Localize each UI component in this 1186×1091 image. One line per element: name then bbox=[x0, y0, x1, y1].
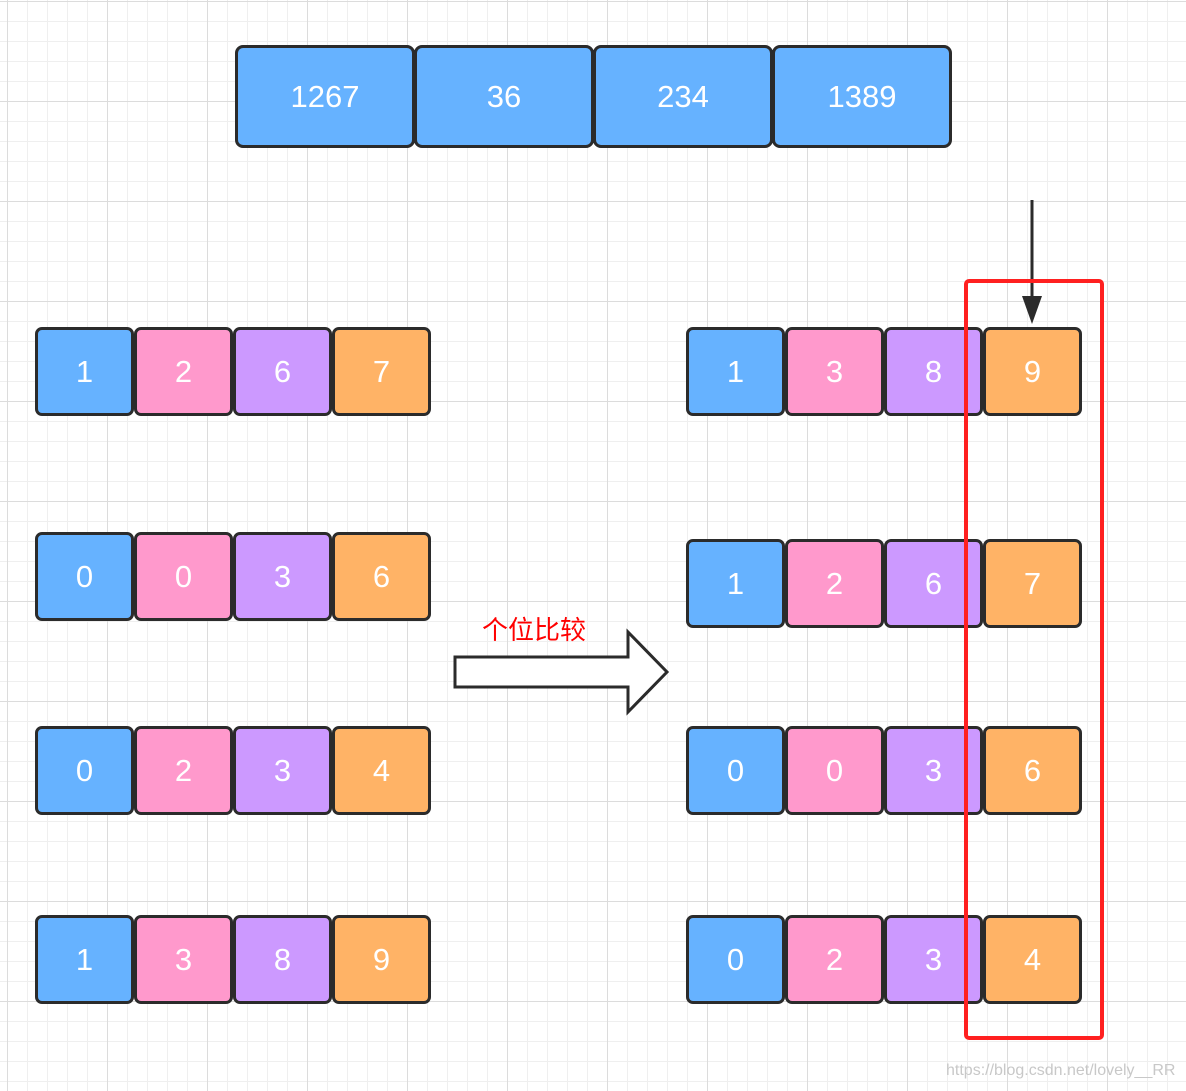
digit-cell: 1 bbox=[35, 327, 134, 416]
digit-cell: 6 bbox=[983, 726, 1082, 815]
digit-cell: 4 bbox=[983, 915, 1082, 1004]
top-number-array: 1267 36 234 1389 bbox=[235, 45, 952, 148]
digit-cell: 3 bbox=[233, 532, 332, 621]
digit-cell: 9 bbox=[983, 327, 1082, 416]
digit-cell: 0 bbox=[35, 726, 134, 815]
right-digit-row: 0 0 3 6 bbox=[686, 726, 1082, 815]
digit-cell: 2 bbox=[134, 327, 233, 416]
down-arrow-head-icon bbox=[1022, 296, 1042, 324]
right-digit-row: 1 2 6 7 bbox=[686, 539, 1082, 628]
digit-cell: 0 bbox=[686, 726, 785, 815]
digit-cell: 2 bbox=[134, 726, 233, 815]
digit-cell: 7 bbox=[983, 539, 1082, 628]
digit-cell: 8 bbox=[884, 327, 983, 416]
digit-cell: 3 bbox=[233, 726, 332, 815]
ones-digit-compare-label: 个位比较 bbox=[482, 615, 587, 645]
digit-cell: 0 bbox=[686, 915, 785, 1004]
digit-cell: 1 bbox=[686, 539, 785, 628]
left-digit-row: 0 0 3 6 bbox=[35, 532, 431, 621]
digit-cell: 3 bbox=[785, 327, 884, 416]
digit-cell: 3 bbox=[884, 726, 983, 815]
top-number-cell: 234 bbox=[593, 45, 773, 148]
digit-cell: 6 bbox=[233, 327, 332, 416]
left-digit-row: 0 2 3 4 bbox=[35, 726, 431, 815]
digit-cell: 4 bbox=[332, 726, 431, 815]
digit-cell: 6 bbox=[884, 539, 983, 628]
digit-cell: 0 bbox=[785, 726, 884, 815]
digit-cell: 2 bbox=[785, 539, 884, 628]
right-digit-row: 1 3 8 9 bbox=[686, 327, 1082, 416]
top-number-cell: 1267 bbox=[235, 45, 415, 148]
digit-cell: 0 bbox=[35, 532, 134, 621]
left-digit-row: 1 3 8 9 bbox=[35, 915, 431, 1004]
digit-cell: 3 bbox=[884, 915, 983, 1004]
top-number-cell: 1389 bbox=[772, 45, 952, 148]
digit-cell: 3 bbox=[134, 915, 233, 1004]
digit-cell: 0 bbox=[134, 532, 233, 621]
right-digit-row: 0 2 3 4 bbox=[686, 915, 1082, 1004]
digit-cell: 6 bbox=[332, 532, 431, 621]
digit-cell: 2 bbox=[785, 915, 884, 1004]
digit-cell: 1 bbox=[686, 327, 785, 416]
left-digit-row: 1 2 6 7 bbox=[35, 327, 431, 416]
digit-cell: 1 bbox=[35, 915, 134, 1004]
digit-cell: 9 bbox=[332, 915, 431, 1004]
top-number-cell: 36 bbox=[414, 45, 594, 148]
digit-cell: 7 bbox=[332, 327, 431, 416]
watermark: https://blog.csdn.net/lovely__RR bbox=[946, 1062, 1176, 1079]
digit-cell: 8 bbox=[233, 915, 332, 1004]
